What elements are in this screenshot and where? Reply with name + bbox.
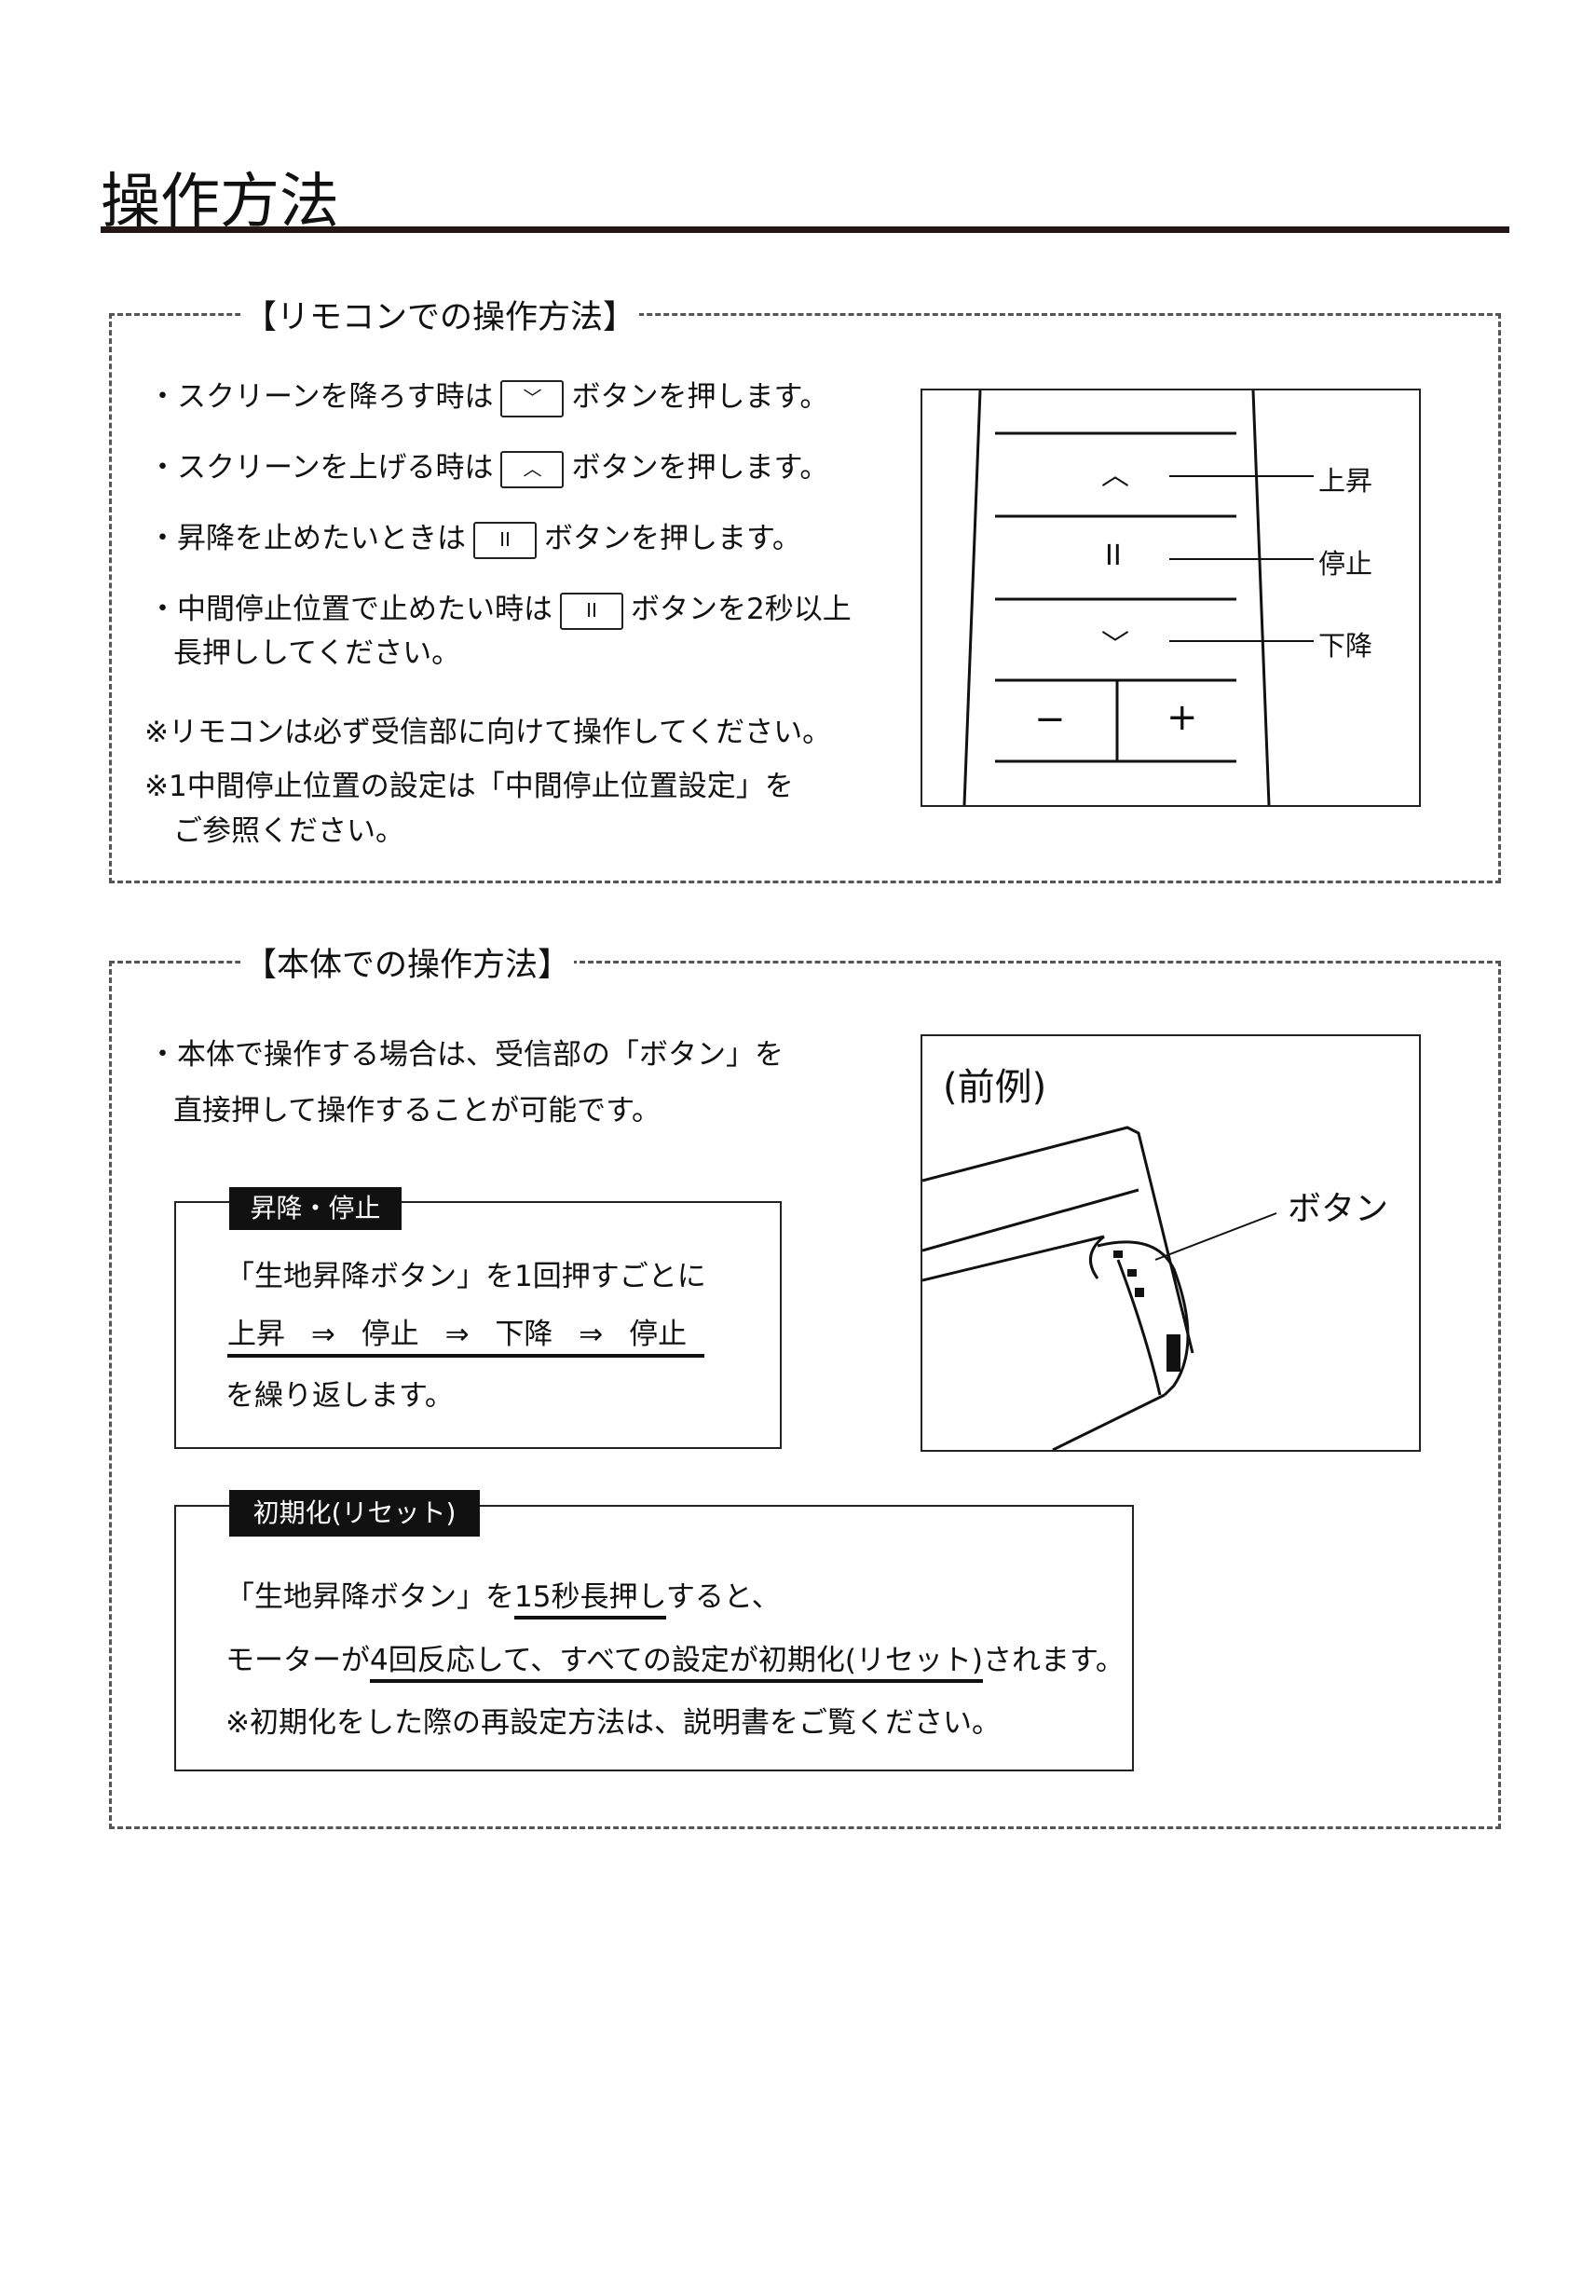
- body-section: [109, 961, 1501, 1829]
- text: モーターが: [225, 1644, 370, 1677]
- item-text: ボタンを2秒以上: [631, 593, 852, 626]
- up-button-icon: ︿: [500, 450, 565, 488]
- seq-step: 上昇: [227, 1318, 285, 1351]
- stop-label: 停止: [1318, 548, 1373, 580]
- body-section-heading: 【本体での操作方法】: [240, 938, 575, 986]
- lift-stop-label: 昇降・停止: [229, 1187, 402, 1230]
- remote-section: [109, 313, 1501, 883]
- item-text: ボタンを押します。: [571, 451, 829, 485]
- pause-icon: II: [1105, 540, 1122, 572]
- item-text: ボタンを押します。: [571, 380, 829, 414]
- unit-drawing: [922, 1126, 1277, 1450]
- lift-stop-box: [174, 1201, 782, 1449]
- emphasis-text: 15秒長押し: [514, 1580, 666, 1620]
- item-text: ・スクリーンを降ろす時は: [148, 380, 494, 414]
- up-label: 上昇: [1318, 465, 1373, 497]
- sequence: 上昇 ⇒ 停止 ⇒ 下降 ⇒ 停止: [227, 1310, 704, 1358]
- item-text: ・中間停止位置で止めたい時は: [148, 593, 552, 626]
- page-title: 操作方法: [101, 168, 339, 237]
- up-arrow-icon: ︿: [1101, 459, 1129, 492]
- remote-section-heading: 【リモコンでの操作方法】: [240, 291, 640, 338]
- plus-icon: +: [1166, 696, 1198, 739]
- remote-item: ・スクリーンを上げる時は︿ボタンを押します。: [148, 444, 828, 488]
- reset-box: [174, 1505, 1134, 1771]
- box1-line3: を繰り返します。: [225, 1379, 454, 1413]
- arrow-icon: ⇒: [444, 1318, 470, 1351]
- intro-text: 直接押して操作することが可能です。: [173, 1094, 661, 1128]
- seq-step: 停止: [629, 1318, 688, 1351]
- emphasis-text: 4回反応して、すべての設定が初期化(リセット): [370, 1644, 984, 1683]
- box2-line2: モーターが4回反応して、すべての設定が初期化(リセット)されます。: [225, 1636, 1125, 1683]
- note: ※1中間停止位置の設定は「中間停止位置設定」を: [144, 770, 794, 803]
- text: されます。: [983, 1644, 1125, 1677]
- box1-line1: 「生地昇降ボタン」を1回押すごとに: [225, 1260, 706, 1293]
- stop-button-icon: II: [473, 521, 537, 559]
- remote-item: ・スクリーンを降ろす時は﹀ボタンを押します。: [148, 373, 828, 417]
- text: 「生地昇降ボタン」を: [225, 1580, 514, 1614]
- intro-text: ・本体で操作する場合は、受信部の「ボタン」を: [148, 1038, 784, 1072]
- down-label: 下降: [1318, 630, 1373, 662]
- stop-button-icon: II: [560, 592, 623, 630]
- text: すると、: [665, 1580, 781, 1614]
- minus-icon: −: [1034, 698, 1066, 741]
- remote-figure: ︿ II ﹀ − + 上昇 停止 下降: [921, 389, 1421, 807]
- figure-caption: (前例): [943, 1066, 1047, 1109]
- down-button-icon: ﹀: [500, 379, 565, 417]
- arrow-icon: ⇒: [579, 1318, 604, 1351]
- note: ※リモコンは必ず受信部に向けて操作してください。: [144, 716, 832, 749]
- item-text: ・スクリーンを上げる時は: [148, 451, 494, 485]
- remote-drawing: [962, 390, 1314, 805]
- seq-step: 停止: [361, 1318, 419, 1351]
- remote-item-cont: 長押ししてください。: [173, 636, 461, 670]
- reset-label: 初期化(リセット): [229, 1490, 480, 1537]
- box2-line3: ※初期化をした際の再設定方法は、説明書をご覧ください。: [225, 1706, 1001, 1740]
- box2-line1: 「生地昇降ボタン」を15秒長押しすると、: [225, 1573, 781, 1620]
- note: ご参照ください。: [173, 814, 404, 848]
- seq-step: 下降: [495, 1318, 553, 1351]
- button-label: ボタン: [1288, 1190, 1389, 1228]
- down-arrow-icon: ﹀: [1101, 629, 1129, 662]
- arrow-icon: ⇒: [310, 1318, 335, 1351]
- unit-figure: (前例) ボタン: [921, 1034, 1421, 1452]
- item-text: ・昇降を止めたいときは: [148, 522, 466, 555]
- item-text: ボタンを押します。: [544, 522, 801, 555]
- title-rule: [101, 226, 1509, 233]
